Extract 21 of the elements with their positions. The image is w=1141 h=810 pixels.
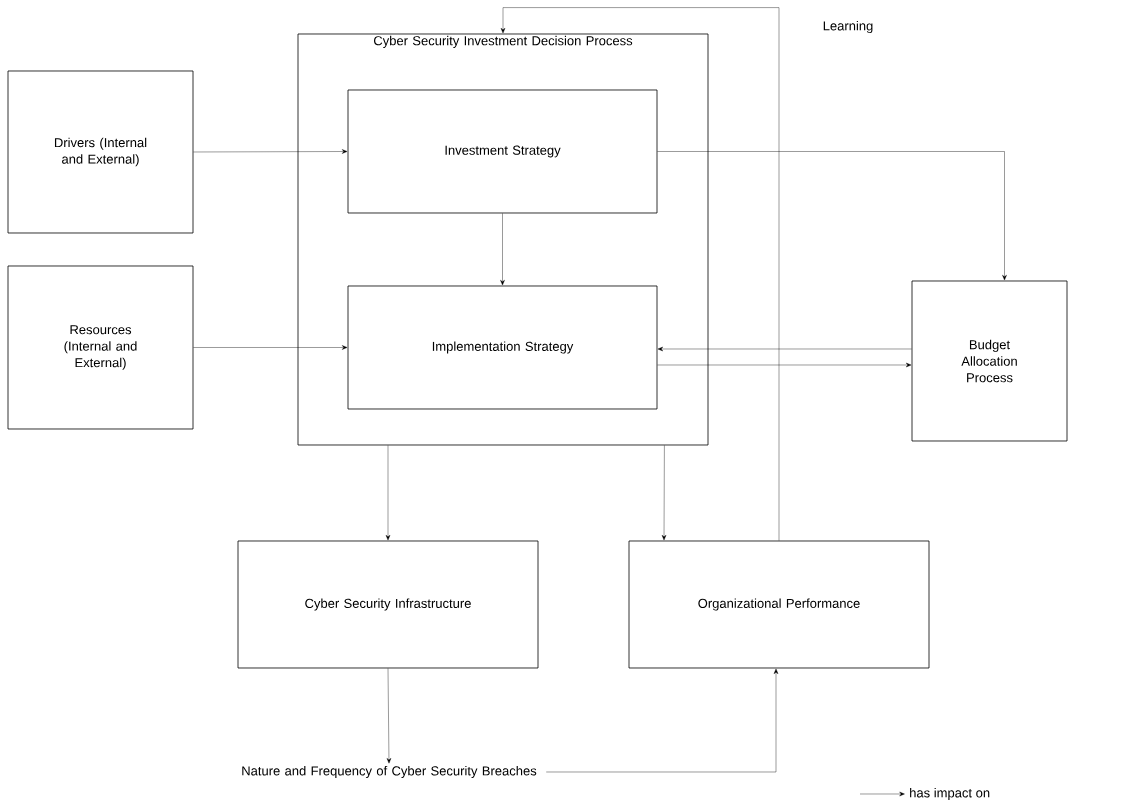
process-box: Organizational Performance	[628, 540, 930, 669]
arrow	[546, 668, 779, 773]
process-box: Budget Allocation Process	[911, 280, 1068, 442]
node-text: Nature and Frequency of Cyber Security Breaches	[242, 765, 537, 779]
process-box: Cyber Security Infrastructure	[237, 540, 539, 669]
process-box: Investment Strategy	[347, 89, 658, 214]
arrow	[193, 345, 348, 350]
arrow	[193, 149, 348, 154]
legend-text: has impact on	[910, 787, 990, 801]
arrow	[385, 445, 391, 541]
process-box: Drivers (Internal and External)	[7, 70, 194, 234]
arrow	[386, 668, 392, 764]
arrow	[500, 213, 505, 286]
arrow	[657, 346, 912, 352]
arrow	[661, 445, 667, 541]
process-box: Implementation Strategy	[347, 285, 658, 410]
process-box: Resources (Internal and External)	[7, 265, 194, 430]
arrow	[657, 362, 912, 368]
edge-label: Learning	[821, 19, 875, 35]
arrow	[657, 151, 1007, 281]
arrow	[500, 7, 780, 541]
